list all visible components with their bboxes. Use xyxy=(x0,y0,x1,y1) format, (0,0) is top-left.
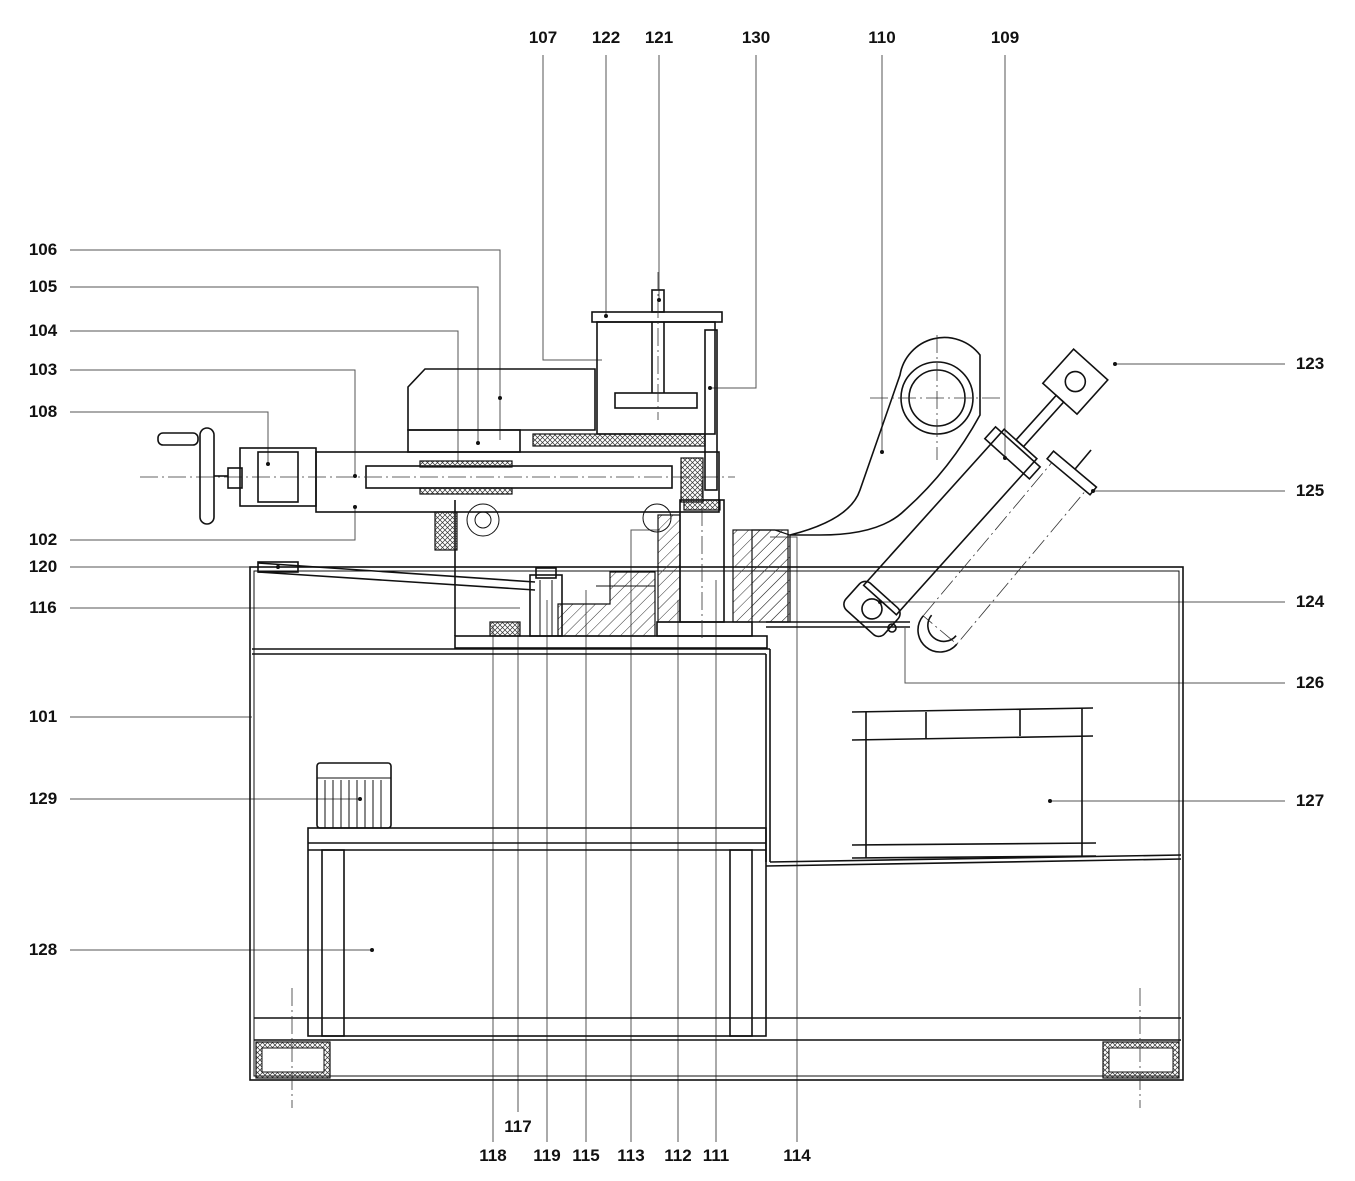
cylinder-alternate-position xyxy=(917,449,1098,653)
callout-104: 104 xyxy=(28,321,58,340)
callout-129: 129 xyxy=(28,789,58,808)
callout-108: 108 xyxy=(28,402,58,421)
callout-111: 111 xyxy=(702,1146,730,1165)
callout-109: 109 xyxy=(990,28,1020,47)
spindle-assembly xyxy=(257,480,910,649)
callout-119: 119 xyxy=(533,1146,561,1165)
callout-105: 105 xyxy=(28,277,58,296)
callout-116: 116 xyxy=(29,598,57,617)
machine-frame xyxy=(249,566,1184,1108)
callout-117: 117 xyxy=(504,1117,532,1136)
callout-102: 102 xyxy=(28,530,58,549)
pivot-arm xyxy=(789,335,1000,536)
carriage xyxy=(140,368,735,551)
callout-101: 101 xyxy=(28,707,58,726)
callout-126: 126 xyxy=(1295,673,1325,692)
callout-124: 124 xyxy=(1295,592,1325,611)
callout-113: 113 xyxy=(617,1146,645,1165)
callout-106: 106 xyxy=(28,240,58,259)
leader-lines xyxy=(70,55,1285,1142)
callout-115: 115 xyxy=(572,1146,600,1165)
callout-122: 122 xyxy=(591,28,621,47)
hydraulic-unit xyxy=(307,762,767,1037)
callout-110: 110 xyxy=(868,28,896,47)
callout-128: 128 xyxy=(28,940,58,959)
callout-112: 112 xyxy=(664,1146,692,1165)
callout-125: 125 xyxy=(1295,481,1325,500)
callout-127: 127 xyxy=(1295,791,1325,810)
callout-120: 120 xyxy=(28,557,58,576)
collection-bin xyxy=(851,707,1097,859)
callout-107: 107 xyxy=(528,28,558,47)
callout-118: 118 xyxy=(479,1146,507,1165)
callout-130: 130 xyxy=(741,28,771,47)
callout-103: 103 xyxy=(28,360,58,379)
callout-121: 121 xyxy=(644,28,674,47)
callout-114: 114 xyxy=(783,1146,811,1165)
actuator-cylinder xyxy=(843,347,1109,638)
callout-123: 123 xyxy=(1295,354,1325,373)
pressing-head xyxy=(591,272,723,491)
